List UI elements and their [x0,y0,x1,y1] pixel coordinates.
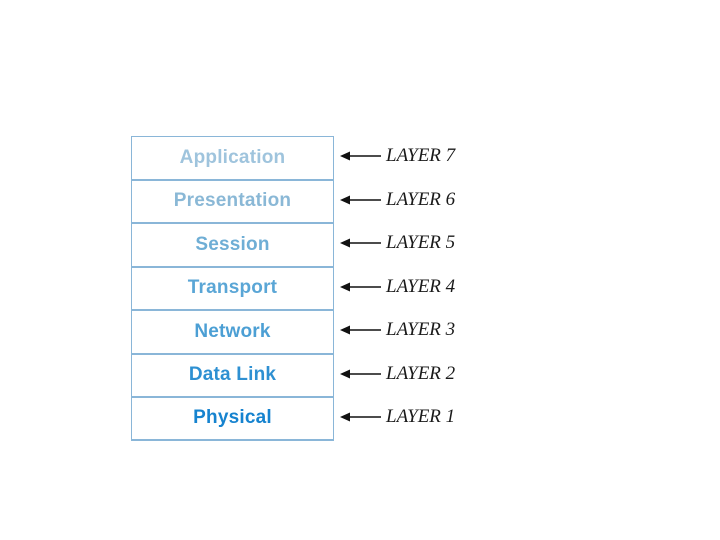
left-arrow-icon [340,238,381,248]
left-arrow-icon [340,151,381,161]
layer-tag-label: LAYER 4 [386,276,456,297]
layer-box-presentation: Presentation [131,179,334,223]
left-arrow-icon [340,412,381,422]
layer-box-physical: Physical [131,397,334,441]
layer-name: Presentation [173,190,292,212]
layer-box-network: Network [131,310,334,354]
layer-tag-5: LAYER 5 [340,232,456,253]
left-arrow-icon [340,369,381,379]
layer-tag-label: LAYER 1 [386,406,456,427]
layer-tag-label: LAYER 6 [386,189,456,210]
layer-name: Data Link [188,364,277,386]
layer-box-transport: Transport [131,266,334,310]
layer-tag-3: LAYER 3 [340,319,456,340]
layer-name: Session [195,233,270,255]
layer-tag-6: LAYER 6 [340,189,456,210]
layer-tag-label: LAYER 2 [386,363,456,384]
layer-name: Network [194,320,271,342]
layer-tag-1: LAYER 1 [340,406,456,427]
layer-tag-2: LAYER 2 [340,363,456,384]
layer-box-application: Application [131,136,334,180]
layer-name: Physical [193,407,272,429]
left-arrow-icon [340,282,381,292]
layer-tag-4: LAYER 4 [340,276,456,297]
layer-name: Application [179,146,286,168]
left-arrow-icon [340,195,381,205]
layer-tag-label: LAYER 5 [386,232,456,253]
layer-box-data-link: Data Link [131,353,334,397]
layer-stack: Application Presentation Session Transpo… [131,136,334,441]
layer-tag-7: LAYER 7 [340,145,456,166]
layer-tag-label: LAYER 7 [386,145,456,166]
layer-tag-label: LAYER 3 [386,319,456,340]
left-arrow-icon [340,325,381,335]
layer-box-session: Session [131,223,334,267]
layer-name: Transport [187,277,278,299]
